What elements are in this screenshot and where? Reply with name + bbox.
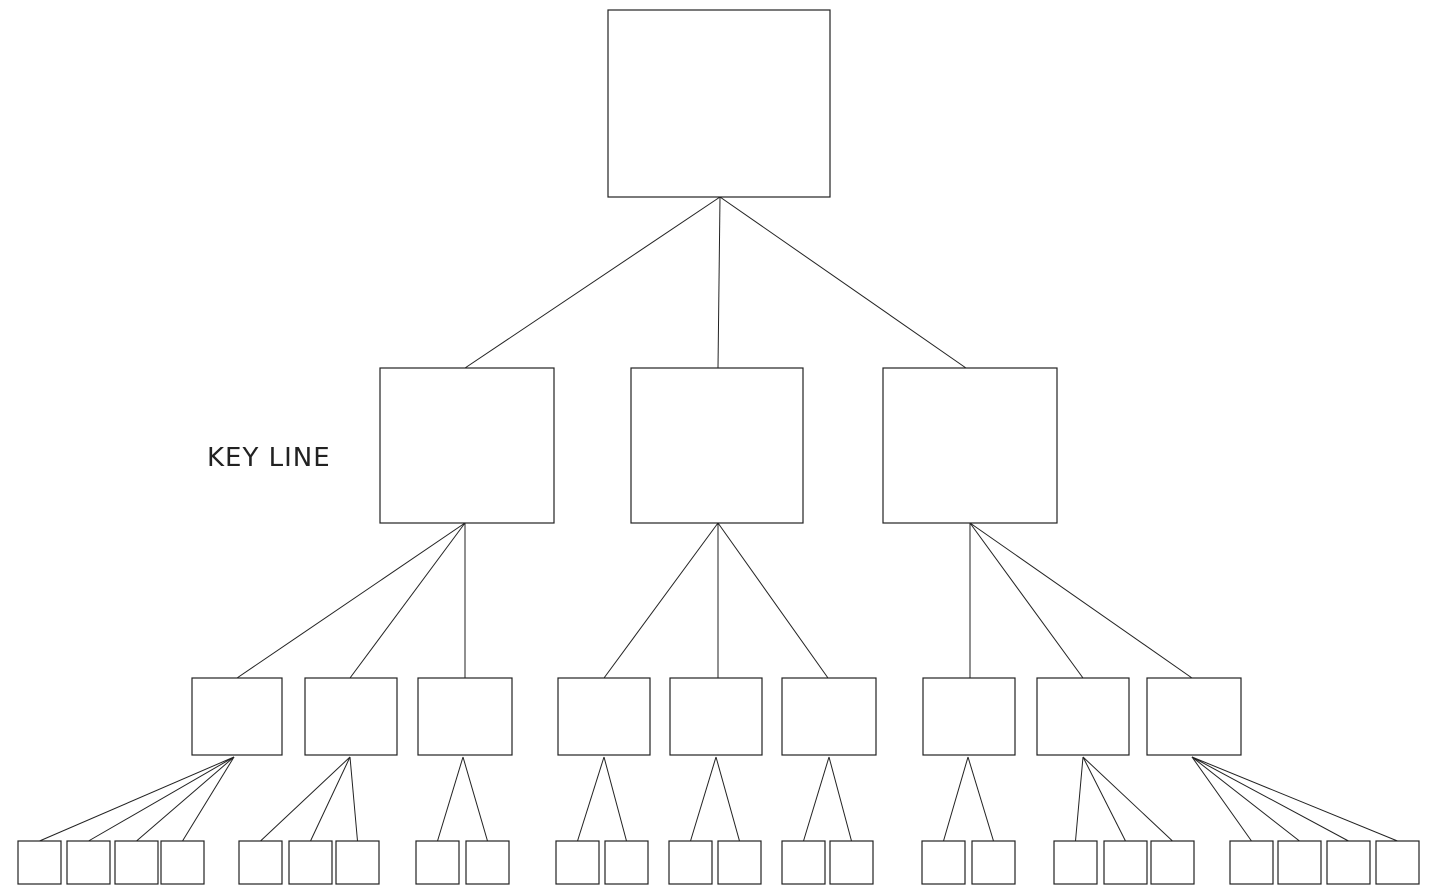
edge-root-to-level2-3 [719, 196, 967, 369]
leaf-box-14 [781, 840, 826, 885]
edge-level3-6-to-leaf-14 [803, 756, 830, 842]
leaf-box-4 [160, 840, 205, 885]
edge-level3-6-to-leaf-15 [828, 756, 852, 842]
edge-root-to-level2-1 [464, 196, 721, 369]
leaf-box-7 [335, 840, 380, 885]
key-line-label: KEY LINE [207, 443, 331, 473]
edge-level3-5-to-leaf-13 [715, 756, 740, 842]
edge-level3-2-to-leaf-6 [310, 756, 351, 842]
leaf-box-18 [1053, 840, 1098, 885]
edge-level3-8-to-leaf-20 [1082, 756, 1173, 842]
leaf-box-2 [66, 840, 111, 885]
leaf-box-17 [971, 840, 1016, 885]
edge-level3-3-to-leaf-8 [437, 756, 464, 842]
edge-root-to-level2-2 [717, 196, 721, 369]
leaf-box-23 [1326, 840, 1371, 885]
edge-level3-2-to-leaf-7 [349, 756, 358, 842]
level3-box-8 [1036, 677, 1130, 756]
level3-box-6 [781, 677, 877, 756]
leaf-box-24 [1375, 840, 1420, 885]
leaf-box-8 [415, 840, 460, 885]
leaf-box-6 [288, 840, 333, 885]
leaf-box-19 [1103, 840, 1148, 885]
level3-box-5 [669, 677, 763, 756]
level3-box-9 [1146, 677, 1242, 756]
edge-level3-4-to-leaf-10 [577, 756, 605, 842]
leaf-box-21 [1229, 840, 1274, 885]
leaf-box-22 [1277, 840, 1322, 885]
edge-level3-9-to-leaf-22 [1191, 756, 1300, 842]
level3-box-4 [557, 677, 651, 756]
edge-level3-3-to-leaf-9 [462, 756, 488, 842]
edge-level3-1-to-leaf-1 [39, 756, 235, 842]
root-box [607, 9, 831, 198]
level2-box-1 [379, 367, 555, 524]
edge-level3-5-to-leaf-12 [690, 756, 717, 842]
edge-level3-1-to-leaf-2 [88, 756, 235, 842]
edge-level3-1-to-leaf-3 [136, 756, 235, 842]
leaf-box-3 [114, 840, 159, 885]
edge-level2-1-to-level3-2 [349, 522, 466, 679]
edge-level2-3-to-level3-9 [969, 522, 1193, 679]
edge-level3-9-to-leaf-24 [1191, 756, 1398, 842]
edge-level3-8-to-leaf-18 [1075, 756, 1084, 842]
leaf-box-16 [921, 840, 966, 885]
leaf-box-12 [668, 840, 713, 885]
leaf-box-13 [717, 840, 762, 885]
edge-level3-7-to-leaf-16 [943, 756, 969, 842]
leaf-box-10 [555, 840, 600, 885]
edge-level2-1-to-level3-1 [236, 522, 466, 679]
edge-level3-4-to-leaf-11 [603, 756, 627, 842]
edge-level3-9-to-leaf-23 [1191, 756, 1349, 842]
edge-level3-9-to-leaf-21 [1191, 756, 1252, 842]
leaf-box-5 [238, 840, 283, 885]
level3-box-7 [922, 677, 1016, 756]
edge-level2-2-to-level3-4 [603, 522, 719, 679]
level2-box-3 [882, 367, 1058, 524]
level3-box-2 [304, 677, 398, 756]
leaf-box-11 [604, 840, 649, 885]
edge-level3-7-to-leaf-17 [967, 756, 994, 842]
level3-box-1 [191, 677, 283, 756]
edge-level3-8-to-leaf-19 [1082, 756, 1126, 842]
level3-box-3 [417, 677, 513, 756]
leaf-box-15 [829, 840, 874, 885]
edge-level2-3-to-level3-8 [969, 522, 1084, 679]
edge-level3-2-to-leaf-5 [260, 756, 351, 842]
leaf-box-20 [1150, 840, 1195, 885]
level2-box-2 [630, 367, 804, 524]
leaf-box-1 [17, 840, 62, 885]
edge-level2-2-to-level3-6 [717, 522, 829, 679]
leaf-box-9 [465, 840, 510, 885]
edge-level3-1-to-leaf-4 [182, 756, 235, 842]
